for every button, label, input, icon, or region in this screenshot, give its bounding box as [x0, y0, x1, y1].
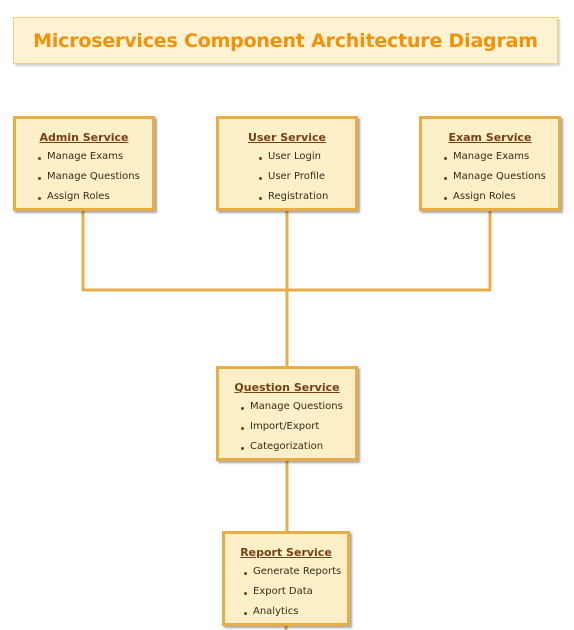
list-item: Analytics [244, 601, 347, 621]
list-item: Manage Exams [38, 146, 152, 166]
bullet-icon [444, 156, 447, 160]
list-item: Generate Reports [244, 561, 347, 581]
list-item: Manage Questions [241, 396, 355, 416]
list-item: Manage Questions [444, 166, 558, 186]
bullet-icon [241, 446, 244, 450]
list-item: Manage Questions [38, 166, 152, 186]
bullet-icon [259, 176, 262, 180]
bullet-icon [259, 196, 262, 200]
exam-service-title: Exam Service [448, 131, 532, 144]
report-service-title: Report Service [240, 546, 332, 559]
bullet-icon [38, 196, 41, 200]
bullet-icon [38, 176, 41, 180]
user-service-title: User Service [248, 131, 326, 144]
bullet-icon [241, 406, 244, 410]
bullet-icon [444, 176, 447, 180]
bullet-icon [38, 156, 41, 160]
bullet-icon [244, 611, 247, 615]
report-service-node: Report Service Generate Reports Export D… [222, 531, 350, 626]
list-item: Assign Roles [38, 186, 152, 206]
exam-service-node: Exam Service Manage Exams Manage Questio… [419, 116, 561, 211]
list-item: Import/Export [241, 416, 355, 436]
diagram-title-box: Microservices Component Architecture Dia… [13, 17, 558, 64]
user-service-node: User Service User Login User Profile Reg… [216, 116, 358, 211]
diagram-title: Microservices Component Architecture Dia… [33, 29, 538, 52]
list-item: Assign Roles [444, 186, 558, 206]
question-service-title: Question Service [234, 381, 340, 394]
bullet-icon [244, 591, 247, 595]
bullet-icon [244, 571, 247, 575]
bullet-icon [241, 426, 244, 430]
list-item: Manage Exams [444, 146, 558, 166]
bullet-icon [444, 196, 447, 200]
list-item: Categorization [241, 436, 355, 456]
list-item: User Profile [259, 166, 355, 186]
bullet-icon [259, 156, 262, 160]
admin-service-node: Admin Service Manage Exams Manage Questi… [13, 116, 155, 211]
admin-service-title: Admin Service [39, 131, 129, 144]
list-item: User Login [259, 146, 355, 166]
list-item: Export Data [244, 581, 347, 601]
question-service-node: Question Service Manage Questions Import… [216, 366, 358, 461]
list-item: Registration [259, 186, 355, 206]
